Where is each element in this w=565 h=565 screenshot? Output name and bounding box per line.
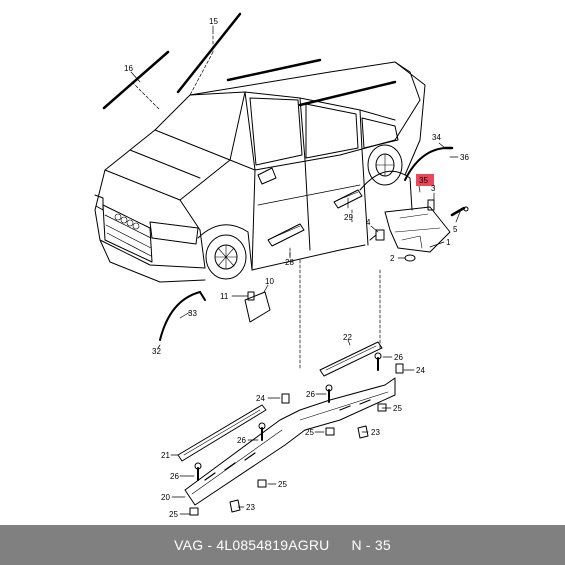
- callout-26-d: 26: [170, 472, 179, 481]
- callout-20: 20: [161, 493, 170, 502]
- part-21-sill-trim: [177, 404, 267, 462]
- part-22-sill-trim: [319, 341, 383, 377]
- callout-labels: 15 16 34 36 35 3 29 4 5 2 1 28 11 10 33 …: [124, 17, 469, 519]
- callout-26-c: 26: [237, 436, 246, 445]
- callout-1: 1: [446, 238, 451, 247]
- parts-diagram: 15 16 34 36 35 3 29 4 5 2 1 28 11 10 33 …: [94, 12, 469, 519]
- callout-34: 34: [432, 133, 441, 142]
- part-34-trim: [404, 147, 446, 181]
- callout-36: 36: [460, 153, 469, 162]
- callout-26-b: 26: [306, 390, 315, 399]
- part-29-sill-trim: [333, 189, 363, 209]
- highlight-box-35: [416, 174, 434, 186]
- part-28-sill-trim: [267, 223, 305, 247]
- callout-25-c: 25: [278, 480, 287, 489]
- brand-separator: -: [203, 537, 217, 553]
- callout-26-a: 26: [394, 353, 403, 362]
- callout-28: 28: [285, 258, 294, 267]
- part-3-screw: [427, 199, 435, 211]
- brand-label: VAG: [174, 537, 204, 553]
- callout-24-a: 24: [256, 394, 265, 403]
- callout-24-b: 24: [416, 366, 425, 375]
- callout-25-a: 25: [393, 404, 402, 413]
- callout-16: 16: [124, 64, 133, 73]
- callout-22: 22: [343, 333, 352, 342]
- car-illustration: [94, 58, 426, 283]
- callout-2: 2: [390, 254, 395, 263]
- sill-assembly: [177, 341, 404, 516]
- callout-3: 3: [431, 184, 436, 193]
- position-label: N - 35: [351, 537, 391, 553]
- part-16-moulding: [102, 50, 170, 110]
- callout-25-b: 25: [305, 428, 314, 437]
- part-10-mudflap: [244, 291, 271, 323]
- callout-5: 5: [453, 225, 458, 234]
- part-number: 4L0854819AGRU: [216, 537, 330, 553]
- callout-10: 10: [265, 277, 274, 286]
- callout-23-b: 23: [246, 503, 255, 512]
- callout-11: 11: [220, 292, 229, 301]
- callout-35: 35: [419, 176, 428, 185]
- part-2-nut: [404, 254, 416, 262]
- callout-21: 21: [161, 451, 170, 460]
- callout-4: 4: [366, 218, 371, 227]
- callout-25-d: 25: [169, 510, 178, 519]
- part-1-mudflap: [384, 206, 451, 253]
- callout-15: 15: [209, 17, 218, 26]
- callout-33: 33: [188, 309, 197, 318]
- callout-32: 32: [152, 347, 161, 356]
- part-15-moulding: [176, 12, 242, 94]
- part-info-bar: VAG - 4L0854819AGRU N - 35: [0, 525, 565, 565]
- callout-29: 29: [344, 213, 353, 222]
- part-32-trim: [159, 291, 201, 341]
- callout-23-a: 23: [371, 428, 380, 437]
